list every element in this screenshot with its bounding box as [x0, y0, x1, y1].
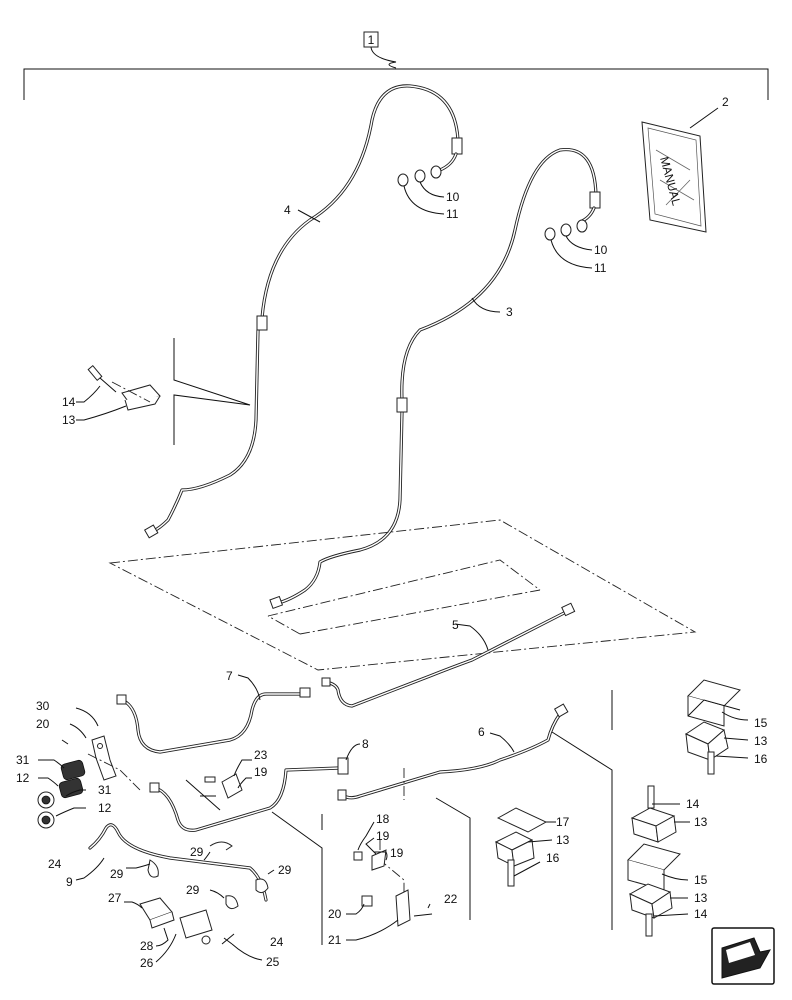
callout-31-right: 31 — [98, 783, 112, 797]
callout-13-left: 13 — [62, 413, 76, 427]
routing-outline-outer — [108, 519, 697, 671]
callout-7: 7 — [226, 669, 233, 683]
fittings-10-11-lower — [544, 219, 593, 269]
callout-13-upper-right: 13 — [754, 734, 768, 748]
callout-19-a: 19 — [376, 829, 390, 843]
callout-21: 21 — [328, 933, 342, 947]
callout-2: 2 — [722, 95, 729, 109]
clamp-13-14-left — [76, 338, 251, 445]
clamp-set-15-13-16 — [684, 679, 749, 775]
coupler-group — [37, 707, 141, 829]
operator-manual: MANUAL — [641, 107, 719, 233]
block-26 — [155, 909, 263, 963]
callout-19-b: 19 — [254, 765, 268, 779]
callout-16-right: 16 — [754, 752, 768, 766]
callout-10-lower: 10 — [594, 243, 608, 257]
callout-labels: 2 3 4 5 6 7 8 9 10 11 10 11 12 12 13 13 … — [16, 95, 768, 970]
callout-12-left: 12 — [16, 771, 30, 785]
callout-29-b: 29 — [110, 867, 124, 881]
clip-29-d — [255, 878, 269, 894]
fitting-8 — [337, 743, 361, 801]
callout-22: 22 — [444, 892, 458, 906]
callout-10-upper: 10 — [446, 190, 460, 204]
clamp-19-23 — [185, 759, 252, 811]
callout-9: 9 — [66, 875, 73, 889]
callout-31-left: 31 — [16, 753, 30, 767]
callout-30: 30 — [36, 699, 50, 713]
callout-11-upper: 11 — [446, 207, 459, 221]
callout-24-right: 24 — [270, 935, 284, 949]
callout-25: 25 — [266, 955, 280, 969]
callout-14-right: 14 — [686, 797, 700, 811]
fittings-10-11-upper — [397, 165, 445, 215]
pipe-5 — [321, 602, 576, 708]
callout-4: 4 — [284, 203, 291, 217]
bracket-27-28 — [124, 897, 175, 947]
callout-13-right: 13 — [694, 815, 708, 829]
callout-3: 3 — [506, 305, 513, 319]
clip-29-c — [225, 895, 239, 910]
callout-27: 27 — [108, 891, 122, 905]
callout-11-lower: 11 — [594, 261, 607, 275]
callout-17: 17 — [556, 815, 570, 829]
callout-20-mid: 20 — [328, 907, 342, 921]
callout-15-lower: 15 — [694, 873, 708, 887]
clamp-set-13-16-17 — [494, 807, 556, 887]
callout-16-mid: 16 — [546, 851, 560, 865]
clamp-set-lower-right — [627, 785, 690, 937]
bracket-18-22 — [346, 821, 433, 941]
callout-13-mid: 13 — [556, 833, 570, 847]
clip-29-a — [209, 841, 233, 851]
callout-13-lower-right: 13 — [694, 891, 708, 905]
callout-29-c: 29 — [186, 883, 200, 897]
callout-14-lower-right: 14 — [694, 907, 708, 921]
assembly-bracket: 1 — [23, 31, 769, 100]
clip-29-b — [147, 859, 159, 878]
callout-20-left: 20 — [36, 717, 50, 731]
pipe-6 — [149, 703, 569, 832]
callout-28: 28 — [140, 939, 154, 953]
callout-14-left: 14 — [62, 395, 76, 409]
hose-3 — [269, 147, 601, 610]
callout-24-left: 24 — [48, 857, 62, 871]
callout-29-d: 29 — [278, 863, 292, 877]
callout-12-right: 12 — [98, 801, 112, 815]
callout-19-c: 19 — [390, 846, 404, 860]
callout-8: 8 — [362, 737, 369, 751]
callout-5: 5 — [452, 618, 459, 632]
callout-29-a: 29 — [190, 845, 204, 859]
arrow-lower-left-icon[interactable] — [711, 927, 775, 985]
callout-18: 18 — [376, 812, 390, 826]
assembly-box-label: 1 — [368, 33, 375, 47]
hose-9 — [75, 823, 268, 902]
callout-6: 6 — [478, 725, 485, 739]
hose-4 — [143, 84, 463, 539]
callout-23: 23 — [254, 748, 268, 762]
callout-15-upper: 15 — [754, 716, 768, 730]
pipe-7 — [116, 674, 311, 754]
callout-26: 26 — [140, 956, 154, 970]
